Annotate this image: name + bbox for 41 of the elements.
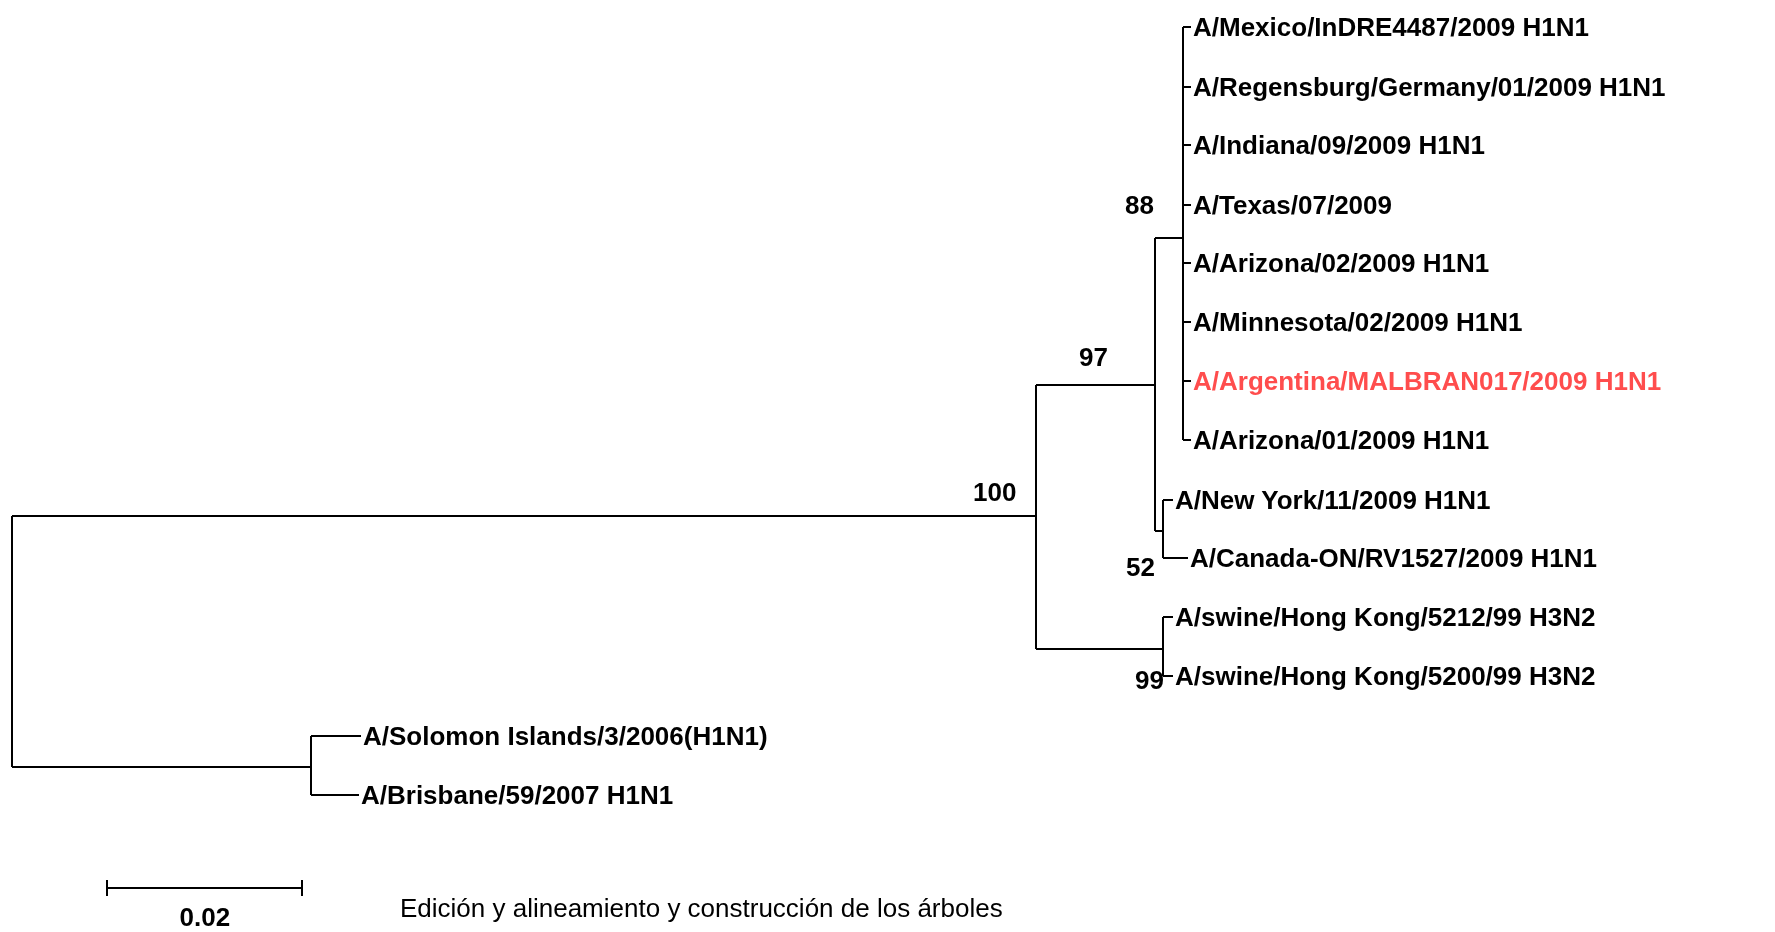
taxon-label: A/swine/Hong Kong/5200/99 H3N2 (1175, 661, 1596, 691)
clade-line (1162, 617, 1164, 676)
taxon-label: A/Arizona/02/2009 H1N1 (1193, 248, 1490, 278)
branch-line (1162, 675, 1174, 677)
taxon-label: A/Argentina/MALBRAN017/2009 H1N1 (1193, 366, 1662, 396)
clade-line (1182, 27, 1184, 440)
clade-line (1035, 385, 1037, 649)
caption: Edición y alineamiento y construcción de los árboles (400, 893, 1003, 923)
taxon-label: A/Regensburg/Germany/01/2009 H1N1 (1193, 72, 1666, 102)
scale-value: 0.02 (179, 902, 231, 932)
clade-line (1162, 500, 1164, 558)
branch-line (1035, 384, 1156, 386)
taxon-label: A/swine/Hong Kong/5212/99 H3N2 (1175, 602, 1596, 632)
branch-line (310, 794, 360, 796)
branch-line (11, 766, 312, 768)
taxon-label: A/Texas/07/2009 (1193, 190, 1392, 220)
taxon-label: A/Arizona/01/2009 H1N1 (1193, 425, 1490, 455)
bootstrap-value: 52 (1126, 552, 1155, 582)
branch-line (1182, 439, 1192, 441)
bootstrap-value: 100 (973, 477, 1017, 507)
branch-line (1182, 26, 1192, 28)
bootstrap-value: 97 (1079, 342, 1108, 372)
taxon-label: A/Minnesota/02/2009 H1N1 (1193, 307, 1523, 337)
taxon-label: A/Indiana/09/2009 H1N1 (1193, 130, 1485, 160)
branch-line (1162, 499, 1174, 501)
taxon-label: A/Brisbane/59/2007 H1N1 (361, 780, 674, 810)
clade-line (1154, 238, 1156, 531)
taxon-label: A/Solomon Islands/3/2006(H1N1) (363, 721, 768, 751)
taxon-label: A/Mexico/InDRE4487/2009 H1N1 (1193, 12, 1589, 42)
clade-line (310, 736, 312, 795)
branch-line (1035, 648, 1164, 650)
bootstrap-value: 99 (1135, 665, 1164, 695)
branch-line (1162, 557, 1189, 559)
branch-line (310, 735, 362, 737)
taxon-label: A/New York/11/2009 H1N1 (1175, 485, 1491, 515)
branch-line (1162, 616, 1174, 618)
clade-line (11, 516, 13, 767)
branch-line (1154, 237, 1184, 239)
branch-line (11, 515, 1037, 517)
bootstrap-value: 88 (1125, 190, 1154, 220)
taxon-label: A/Canada-ON/RV1527/2009 H1N1 (1190, 543, 1598, 573)
